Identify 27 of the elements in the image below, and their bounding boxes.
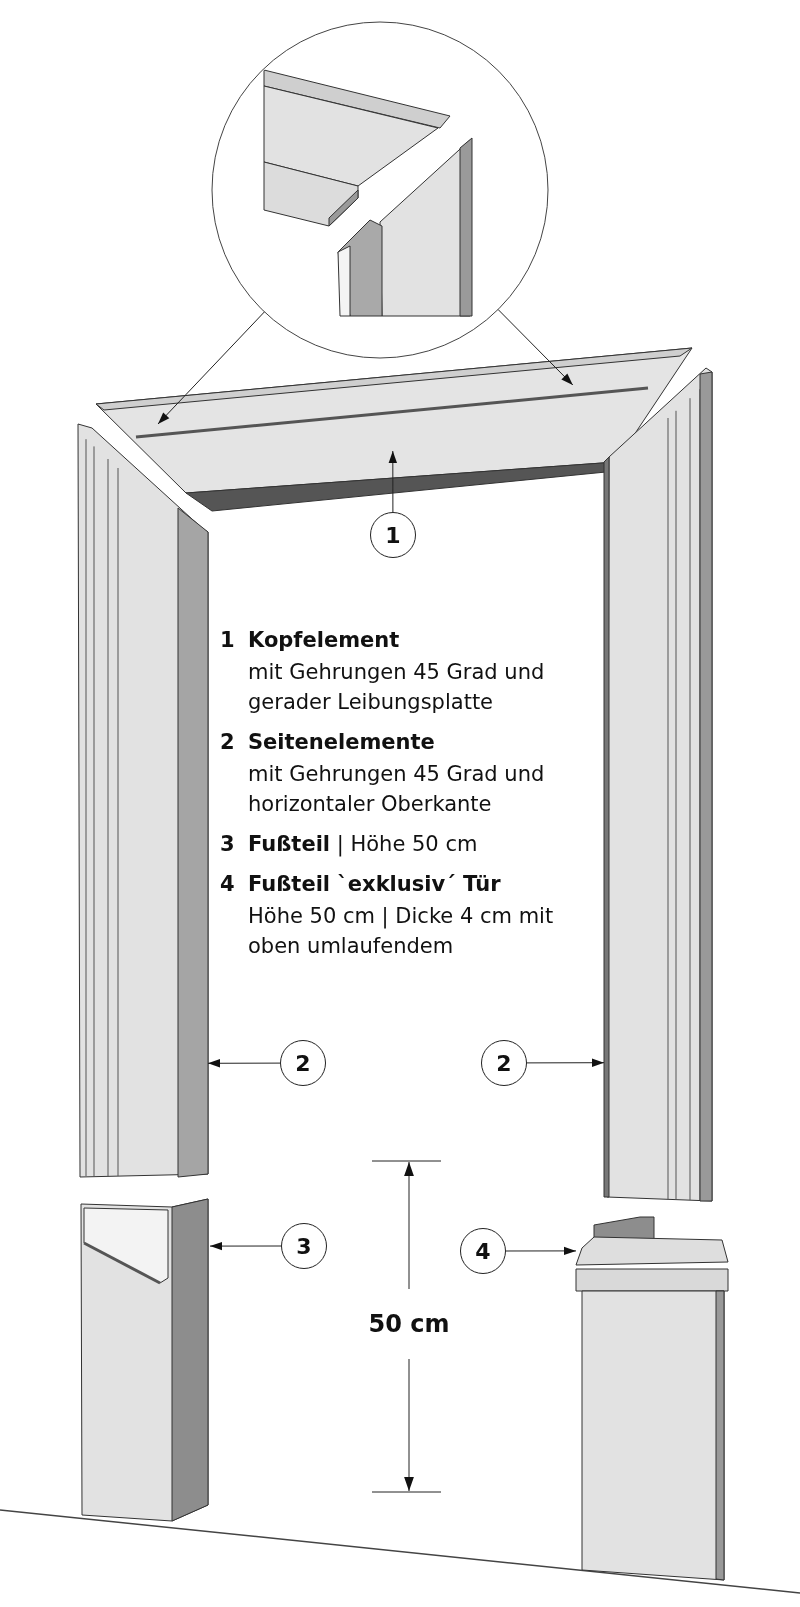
callout-number: 2 — [280, 1040, 326, 1086]
part-description: Fußteil | Höhe 50 cm — [248, 831, 478, 859]
leader-line — [388, 450, 397, 513]
part-number: 4 — [220, 871, 235, 898]
leader-line — [207, 1059, 281, 1068]
part-number: 1 — [220, 627, 235, 654]
part-name: Fußteil `exklusiv´ Tür — [248, 871, 501, 898]
foot-piece-drawing — [80, 1198, 210, 1523]
part-name: Seitenelemente — [248, 729, 435, 756]
part-description: Höhe 50 cm | Dicke 4 cm mit oben umlaufendem — [248, 903, 555, 960]
part-number: 3 — [220, 831, 235, 858]
callout-number: 3 — [281, 1223, 327, 1269]
side-piece-drawing — [604, 368, 712, 1201]
leader-line — [497, 309, 574, 386]
part-number: 2 — [220, 729, 235, 756]
callout-number: 1 — [370, 512, 416, 558]
part-name: Kopfelement — [248, 627, 400, 654]
leader-line — [526, 1058, 605, 1067]
callout-number: 2 — [481, 1040, 527, 1086]
callout-number: 4 — [460, 1228, 506, 1274]
leader-line — [209, 1241, 282, 1251]
part-description: mit Gehrungen 45 Grad und horizontaler Oberkante — [248, 761, 546, 818]
part-description: mit Gehrungen 45 Grad und gerader Leibungsplatte — [248, 659, 546, 716]
leader-line — [157, 311, 265, 425]
side-piece-drawing — [78, 424, 208, 1177]
leader-line — [505, 1246, 577, 1256]
detail-inset — [212, 22, 548, 358]
